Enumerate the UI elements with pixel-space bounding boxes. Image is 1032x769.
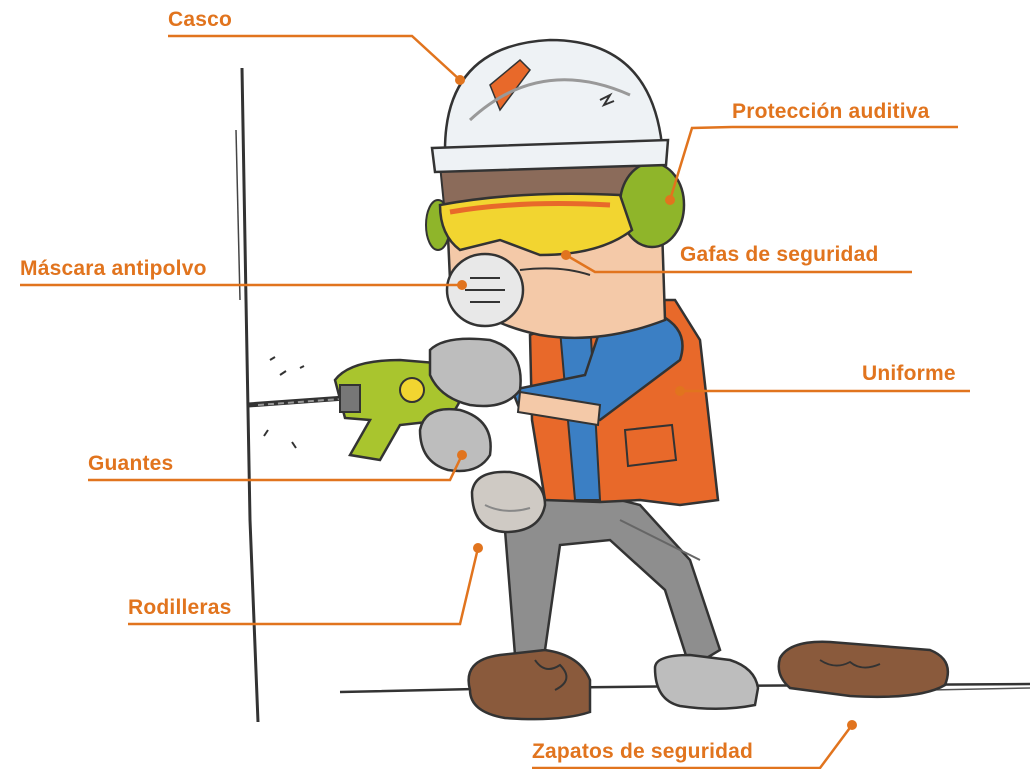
label-mascara-antipolvo: Máscara antipolvo — [20, 257, 207, 280]
safety-goggles — [438, 192, 634, 257]
callout-lines — [20, 34, 970, 769]
knee-pad — [470, 470, 547, 534]
label-guantes: Guantes — [88, 452, 174, 475]
label-gafas-de-seguridad: Gafas de seguridad — [680, 243, 879, 266]
label-proteccion-auditiva: Protección auditiva — [732, 100, 930, 123]
helmet — [430, 38, 670, 174]
label-casco: Casco — [168, 8, 233, 31]
drill — [247, 356, 465, 462]
gloves — [418, 337, 522, 473]
callout-dots — [455, 75, 857, 730]
label-rodilleras: Rodilleras — [128, 596, 232, 619]
label-uniforme: Uniforme — [862, 362, 956, 385]
wall — [235, 67, 260, 723]
safety-boots — [467, 640, 950, 721]
dust-mask — [445, 252, 591, 328]
label-zapatos-de-seguridad: Zapatos de seguridad — [532, 740, 754, 763]
